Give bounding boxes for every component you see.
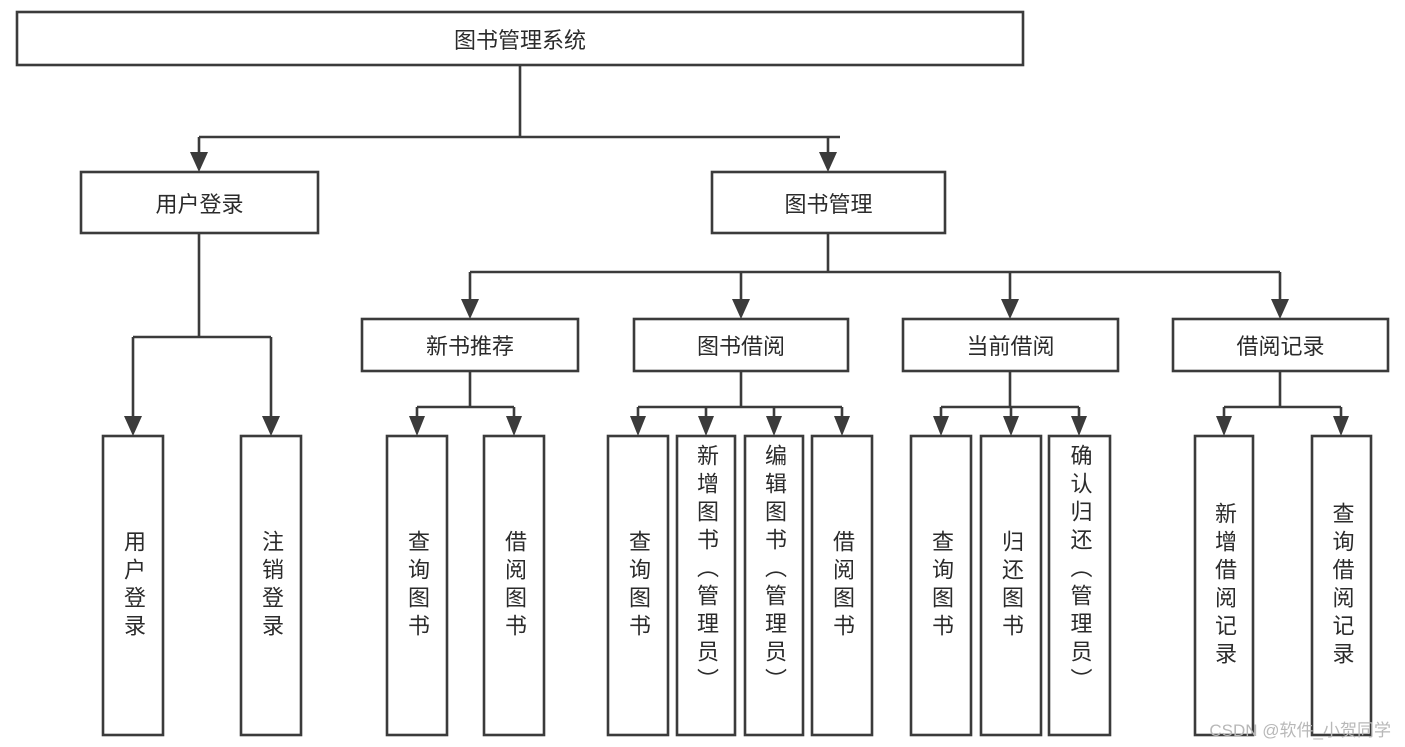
arrowhead-user-login-leaf	[124, 416, 142, 436]
arrowhead-cb-return-book	[1003, 416, 1019, 436]
edge-user-login-trunk	[131, 233, 273, 416]
edge-bb-trunk	[636, 371, 844, 418]
edge-root-trunk	[197, 65, 840, 152]
node-box-nbr-query-book[interactable]	[385, 434, 449, 737]
edge-group-user-login	[124, 233, 280, 436]
edge-group-book-management	[461, 233, 1289, 319]
node-box-borrow-record[interactable]	[1171, 317, 1390, 373]
node-box-bb-add-book[interactable]	[675, 434, 737, 737]
node-box-nbr-borrow-book[interactable]	[482, 434, 546, 737]
csdn-watermark: CSDN @软件_小贺同学	[1209, 721, 1391, 740]
edge-nbr-trunk	[415, 371, 516, 418]
arrowhead-br-query-record	[1333, 416, 1349, 436]
node-box-bb-query-book[interactable]	[606, 434, 670, 737]
node-box-user-login[interactable]	[79, 170, 320, 235]
arrowhead-nbr-query-book	[409, 416, 425, 436]
edge-book-management-trunk	[468, 233, 1282, 299]
arrowhead-new-book-recommend	[461, 299, 479, 319]
node-box-user-logout-leaf[interactable]	[239, 434, 303, 737]
arrowhead-cb-query-book	[933, 416, 949, 436]
arrowhead-bb-add-book	[698, 416, 714, 436]
node-box-br-add-record[interactable]	[1193, 434, 1255, 737]
node-box-br-query-record[interactable]	[1310, 434, 1373, 737]
node-box-new-book-recommend[interactable]	[360, 317, 580, 373]
edge-group-book-borrow	[630, 371, 850, 436]
arrowhead-bb-borrow-book	[834, 416, 850, 436]
node-box-cb-query-book[interactable]	[909, 434, 973, 737]
arrowhead-user-login	[190, 152, 208, 172]
edge-group-new-book-recommend	[409, 371, 522, 436]
arrowhead-nbr-borrow-book	[506, 416, 522, 436]
edge-group-current-borrow	[933, 371, 1087, 436]
edge-group-root	[190, 65, 840, 172]
node-box-current-borrow[interactable]	[901, 317, 1120, 373]
arrowhead-bb-query-book	[630, 416, 646, 436]
arrowhead-user-logout-leaf	[262, 416, 280, 436]
arrowhead-book-borrow	[732, 299, 750, 319]
node-box-cb-return-book[interactable]	[979, 434, 1043, 737]
arrowhead-bb-edit-book	[766, 416, 782, 436]
node-box-root[interactable]	[15, 10, 1025, 67]
node-box-user-login-leaf[interactable]	[101, 434, 165, 737]
node-box-book-management[interactable]	[710, 170, 947, 235]
edge-cb-trunk	[939, 371, 1081, 418]
arrowhead-current-borrow	[1001, 299, 1019, 319]
arrowhead-book-management	[819, 152, 837, 172]
node-box-cb-confirm-return[interactable]	[1047, 434, 1112, 737]
arrowhead-cb-confirm-return	[1071, 416, 1087, 436]
edge-br-trunk	[1222, 371, 1343, 418]
edge-group-borrow-record	[1216, 371, 1349, 436]
arrowhead-borrow-record	[1271, 299, 1289, 319]
node-box-book-borrow[interactable]	[632, 317, 850, 373]
node-box-bb-edit-book[interactable]	[743, 434, 805, 737]
node-box-bb-borrow-book[interactable]	[810, 434, 874, 737]
arrowhead-br-add-record	[1216, 416, 1232, 436]
